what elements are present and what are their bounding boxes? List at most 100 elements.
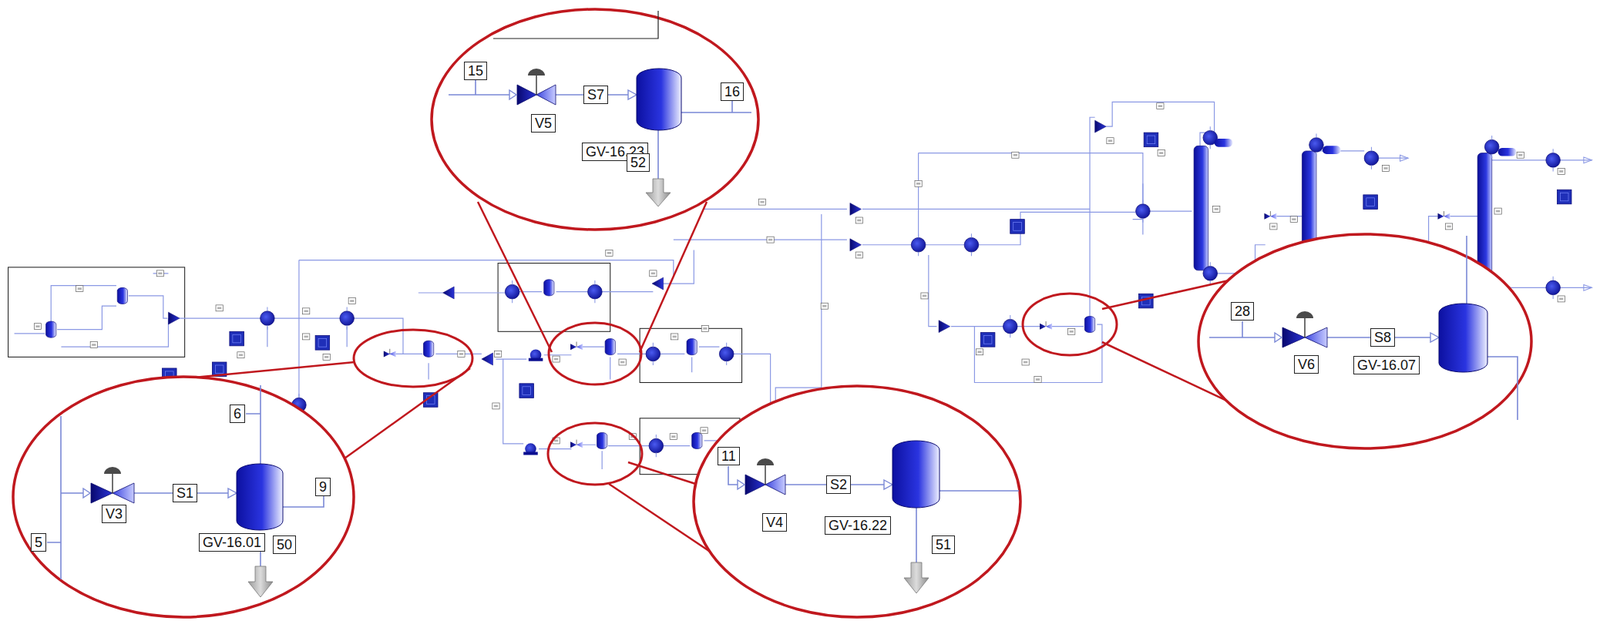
stream-name: S2: [826, 475, 851, 495]
process-network: [383, 349, 397, 358]
zoom-callouts: [548, 322, 642, 385]
process-network: [156, 270, 164, 277]
process-network: [1583, 157, 1593, 164]
valve-symbol: [90, 483, 135, 504]
process-network: [605, 339, 616, 356]
process-network: [552, 356, 560, 363]
zoom-callouts: [915, 507, 918, 563]
process-network: [457, 350, 465, 357]
process-network: [850, 238, 862, 252]
process-network: [443, 286, 455, 300]
process-network: [267, 260, 674, 399]
process-network: [348, 298, 356, 305]
process-network: [1400, 154, 1409, 162]
process-network: [855, 217, 863, 224]
process-network: [1546, 276, 1561, 300]
process-network: [229, 331, 245, 347]
zoom-callouts: [1209, 321, 1275, 338]
process-network: [302, 333, 310, 340]
process-network: [1583, 284, 1593, 291]
process-network: [8, 267, 185, 358]
process-network: [237, 352, 245, 359]
stream-number: 28: [1230, 302, 1254, 321]
control-valve: V4: [745, 474, 786, 495]
process-network: [544, 279, 555, 296]
process-network: [1546, 148, 1561, 172]
process-network: [671, 333, 679, 340]
equipment-tag: GV-16.07: [1353, 356, 1420, 375]
stream-number: 11: [717, 447, 740, 466]
process-network: [1002, 315, 1018, 338]
process-network: [964, 233, 979, 256]
process-network: [1214, 138, 1234, 148]
stream-number: 9: [315, 477, 331, 497]
zoom-callouts: [493, 10, 659, 39]
process-network: [1309, 133, 1325, 156]
stream-number: 6: [229, 404, 246, 424]
valve-symbol: [83, 488, 91, 498]
process-network: [90, 342, 98, 349]
process-network: [618, 359, 626, 366]
process-network: [570, 440, 583, 449]
control-valve: V5: [517, 84, 556, 105]
process-network: [302, 308, 310, 315]
valve-symbol: [745, 474, 766, 495]
stream-number: 15: [463, 61, 488, 81]
stream-number: 5: [30, 533, 47, 552]
process-network: [1381, 164, 1389, 172]
process-network: [639, 328, 742, 383]
process-network: [1105, 101, 1302, 273]
process-network: [850, 202, 862, 216]
process-network: [215, 305, 223, 312]
process-network: [322, 353, 330, 360]
process-network: [645, 342, 661, 366]
drum-symbol: [236, 463, 283, 531]
process-network: [523, 443, 538, 455]
zoom-callouts: [904, 562, 929, 594]
process-network: [1363, 194, 1379, 210]
stream-name: S7: [583, 85, 609, 105]
process-network: [1484, 135, 1500, 158]
valve-symbol: [1274, 332, 1282, 343]
process-network: [1213, 205, 1221, 212]
process-network: [1011, 151, 1019, 158]
process-network: [821, 153, 1143, 389]
zoom-callouts: [728, 466, 738, 485]
zoom-callouts: [1198, 234, 1532, 449]
valve-symbol: [517, 84, 537, 105]
process-network: [1095, 120, 1107, 133]
control-valve: V6: [1282, 327, 1328, 348]
zoom-callouts: [353, 329, 473, 387]
process-network: [1270, 223, 1278, 230]
valve-symbol: [1304, 327, 1328, 348]
valve-symbol: [764, 465, 766, 485]
arrow-head: [1430, 332, 1439, 343]
process-network: [766, 236, 774, 243]
process-network: [951, 117, 1103, 383]
equipment-tag: V5: [531, 114, 556, 133]
process-network: [597, 432, 608, 449]
process-network: [1010, 219, 1026, 235]
stream-number: 51: [931, 535, 955, 555]
process-network: [494, 350, 501, 357]
stream-name: S1: [172, 484, 198, 503]
equipment-tag: V4: [762, 513, 787, 532]
process-network: [701, 325, 709, 332]
process-network: [1136, 200, 1151, 223]
process-network: [418, 249, 694, 293]
valve-symbol: [90, 483, 113, 504]
process-network: [1203, 126, 1218, 149]
zoom-callouts: [13, 376, 354, 618]
process-network: [1021, 359, 1029, 366]
process-network: [1498, 147, 1517, 157]
zoom-callouts: [645, 178, 671, 207]
equipment-tag: V6: [1294, 355, 1319, 374]
valve-symbol: [765, 474, 786, 495]
process-network: [820, 302, 828, 310]
process-network: [497, 263, 611, 333]
valve-symbol: [745, 474, 786, 495]
zoom-callouts: [248, 566, 273, 598]
process-network: [719, 342, 734, 366]
valve-symbol: [536, 84, 556, 105]
